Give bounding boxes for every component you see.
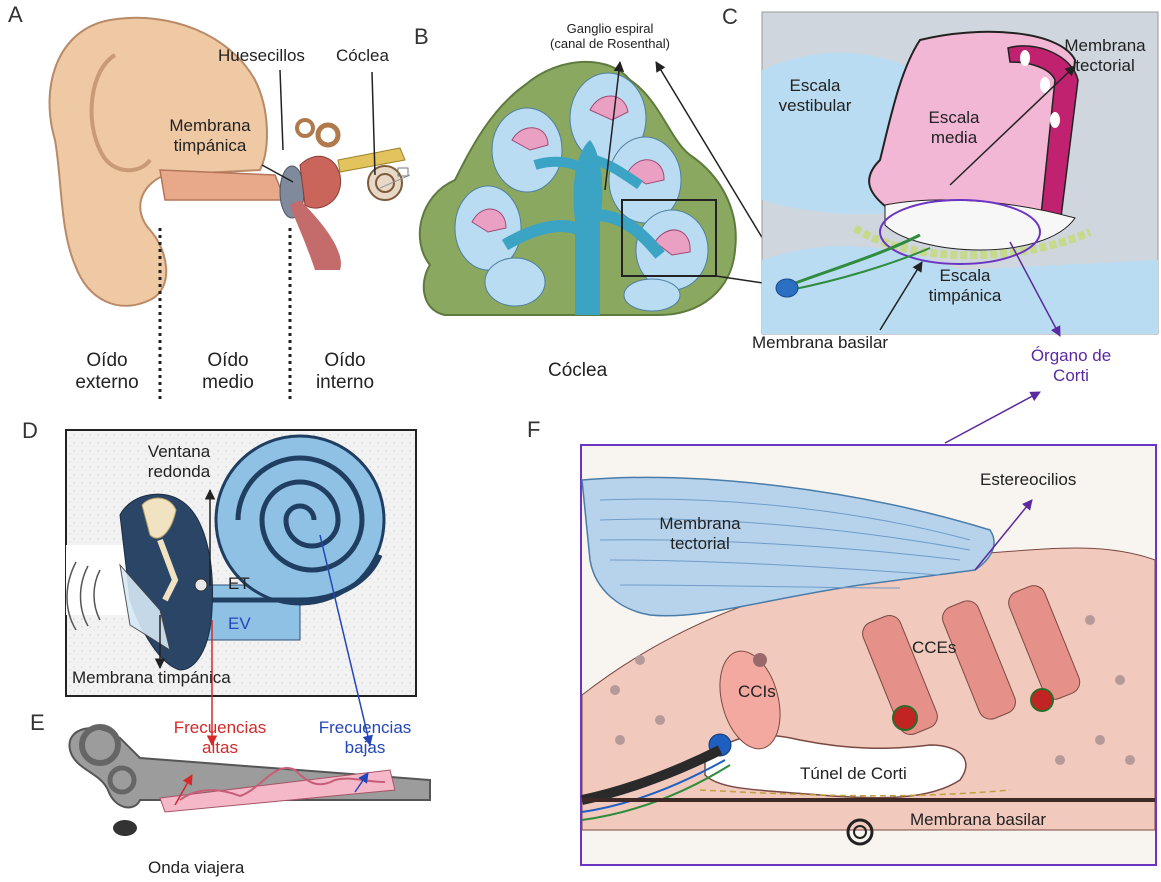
label-membrana-basilar-c: Membrana basilar <box>752 333 888 353</box>
label-membrana-basilar-f: Membrana basilar <box>910 810 1046 830</box>
panel-d-unrolled <box>66 430 416 696</box>
label-cces: CCEs <box>912 638 956 658</box>
panel-letter-f: F <box>527 417 540 442</box>
panel-b-cochlea <box>420 62 736 315</box>
label-ev: EV <box>228 614 251 634</box>
label-coclea-b: Cóclea <box>548 360 607 382</box>
panel-letter-b: B <box>414 24 429 49</box>
panel-letter-e: E <box>30 710 45 735</box>
label-onda-viajera: Onda viajera <box>148 858 244 878</box>
label-coclea-a: Cóclea <box>336 46 389 66</box>
panel-letter-d: D <box>22 418 38 443</box>
label-ccis: CCIs <box>738 682 776 702</box>
panel-f-detail <box>581 445 1156 865</box>
label-tunel-corti: Túnel de Corti <box>800 764 907 784</box>
label-membrana-timpanica-d: Membrana timpánica <box>72 668 231 688</box>
label-huesecillos: Huesecillos <box>218 46 305 66</box>
label-ganglio-espiral: Ganglio espiral(canal de Rosenthal) <box>535 22 685 52</box>
label-estereocilios: Estereocilios <box>980 470 1076 490</box>
label-et: ET <box>228 574 250 594</box>
panel-letter-a: A <box>8 2 23 27</box>
panel-letter-c: C <box>722 4 738 29</box>
